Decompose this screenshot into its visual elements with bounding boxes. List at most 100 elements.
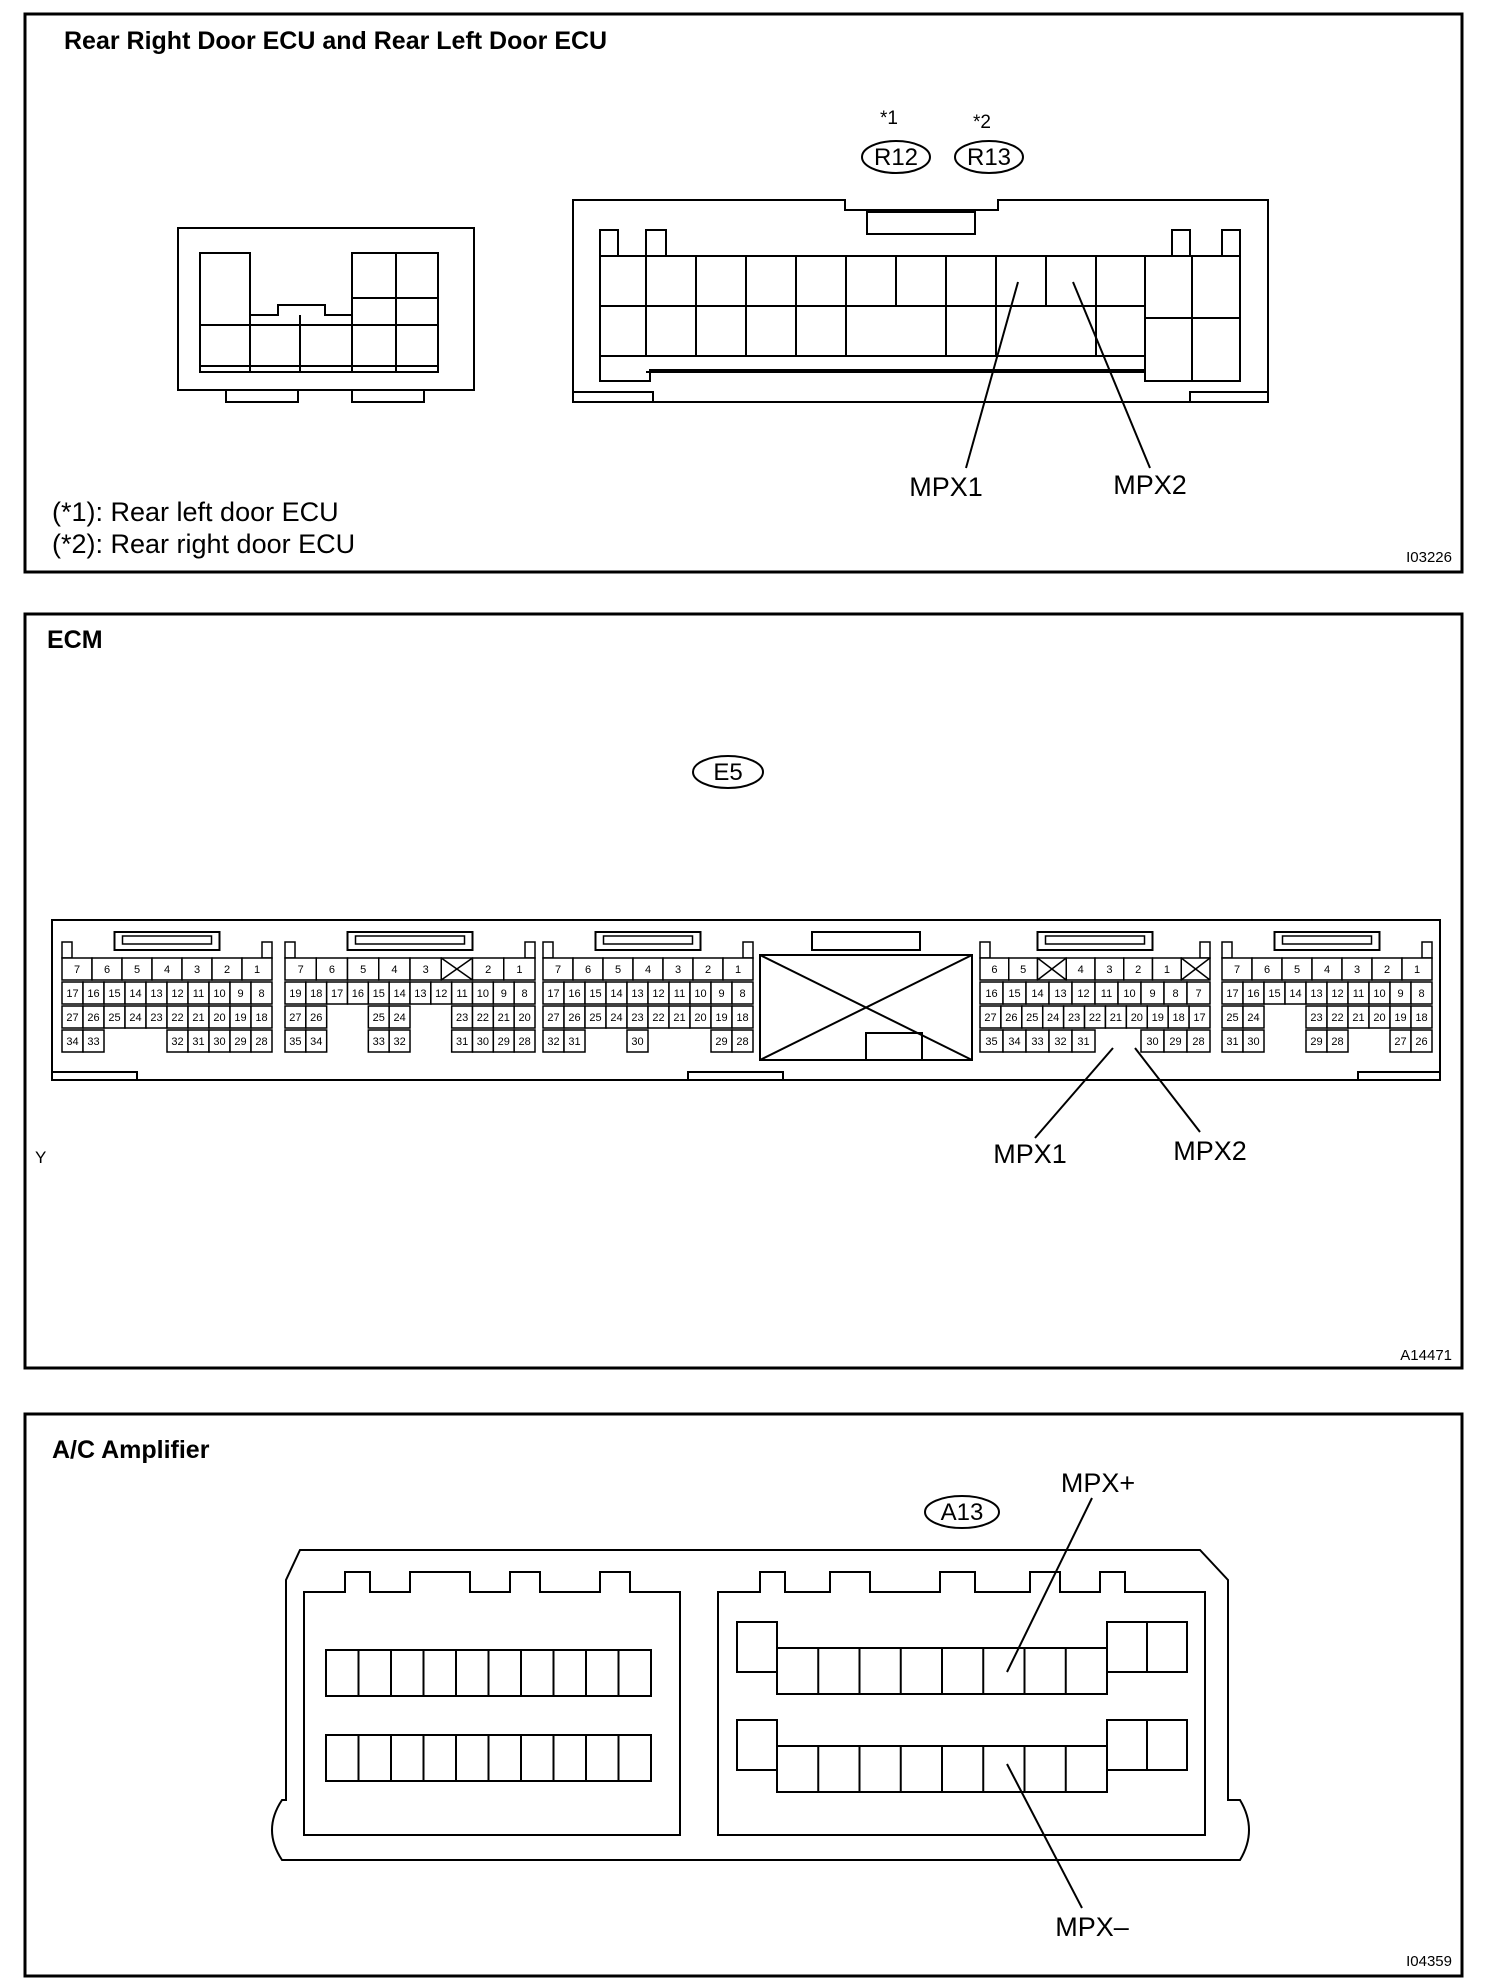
ecm-pin-cell: 21 (187, 1005, 210, 1029)
pin-label-mpx2: MPX2 (1113, 470, 1187, 500)
ecm-pin-cell: 9 (710, 981, 733, 1005)
ecm-pin-number: 12 (1077, 988, 1089, 1000)
connector-id-e5: E5 (713, 759, 742, 786)
ac-pin-cells (357, 1648, 1067, 1792)
ecm-pin-cell: 18 (1167, 1005, 1190, 1029)
ecm-pin-number: 11 (1101, 988, 1112, 1000)
ecm-pin-number: 13 (414, 988, 426, 1000)
ecm-pin-number: 25 (1026, 1012, 1038, 1024)
ecm-pin-number: 28 (1192, 1036, 1204, 1048)
ecm-pin-cell: 21 (492, 1005, 515, 1029)
ecm-pin-cell: 13 (1305, 981, 1328, 1005)
ecm-pin-number: 27 (547, 1012, 559, 1024)
ecm-pin-number: 4 (391, 964, 397, 976)
ecm-pin-cell: 26 (1000, 1005, 1023, 1029)
ecm-pin-number: 10 (477, 988, 489, 1000)
ecm-pin-cell: 14 (1025, 981, 1050, 1005)
ecm-pin-number: 8 (1172, 988, 1178, 1000)
ecm-pin-number: 4 (164, 964, 170, 976)
ecm-pin-number: 1 (516, 964, 522, 976)
ecm-pin-cell: 24 (1041, 1005, 1065, 1029)
ecm-pin-cell: 24 (388, 1005, 411, 1029)
ecm-pin-cell: 24 (1242, 1005, 1265, 1029)
ecm-pin-cell: 13 (409, 981, 432, 1005)
ecm-pin-cell: 34 (61, 1029, 84, 1053)
ecm-pin-cell: 33 (367, 1029, 390, 1053)
ecm-pin-cell: 27 (284, 1005, 307, 1029)
ecm-pin-cell: 17 (542, 981, 565, 1005)
ecm-pin-cell: 14 (1284, 981, 1307, 1005)
figure-code: A14471 (1400, 1347, 1452, 1364)
ecm-pin-cell: 15 (1002, 981, 1027, 1005)
small-connector-face (177, 227, 475, 403)
ecm-pin-cell: 13 (626, 981, 649, 1005)
ecm-pin-cell: 17 (61, 981, 84, 1005)
ecm-pin-number: 19 (715, 1012, 727, 1024)
ecm-pin-number: 21 (1110, 1012, 1122, 1024)
ecm-pin-number: 24 (393, 1012, 405, 1024)
ecm-pin-cell: 31 (187, 1029, 210, 1053)
ecm-pin-number: 10 (213, 988, 225, 1000)
ecm-pin-number: 28 (518, 1036, 530, 1048)
ecm-pin-cell: 7 (61, 957, 93, 981)
ecm-pin-cell: 28 (731, 1029, 754, 1053)
ecm-pin-cell: 33 (82, 1029, 105, 1053)
ecm-pin-number: 29 (1310, 1036, 1322, 1048)
ecm-pin-cell: 14 (124, 981, 147, 1005)
ecm-pin-number: 26 (1415, 1036, 1427, 1048)
ecm-pin-number: 21 (1352, 1012, 1364, 1024)
ecm-pin-number: 32 (1054, 1036, 1066, 1048)
ecm-pin-cell: 11 (1094, 981, 1119, 1005)
ecm-pin-cell: 14 (605, 981, 628, 1005)
ecm-pin-number: 7 (1195, 988, 1201, 1000)
ecm-pin-cell: 17 (1221, 981, 1244, 1005)
ecm-pin-number: 15 (373, 988, 385, 1000)
ecm-pin-number: 6 (585, 964, 591, 976)
ecm-pin-cell: 2 (1123, 957, 1154, 981)
ecm-pin-number: 10 (1123, 988, 1135, 1000)
note-marker-1: *1 (880, 108, 898, 129)
ecm-pin-cell: 18 (1410, 1005, 1433, 1029)
ecm-pin-cell: 19 (284, 981, 307, 1005)
ecm-pin-cell: 25 (1221, 1005, 1244, 1029)
ecm-pin-number: 17 (331, 988, 343, 1000)
ecm-pin-number: 12 (1331, 988, 1343, 1000)
ecm-pin-cell (1036, 957, 1067, 981)
ecm-pin-number: 14 (393, 988, 405, 1000)
ecm-pin-cell: 11 (450, 981, 474, 1005)
panel-title: A/C Amplifier (52, 1436, 210, 1464)
ecm-pin-cell: 11 (668, 981, 691, 1005)
ecm-pin-number: 32 (393, 1036, 405, 1048)
ecm-pin-number: 16 (1247, 988, 1259, 1000)
ecm-pin-number: 18 (310, 988, 322, 1000)
ecm-pin-cell: 11 (1347, 981, 1370, 1005)
ecm-pin-cell: 19 (229, 1005, 252, 1029)
ecm-pin-number: 23 (150, 1012, 162, 1024)
panel-title: Rear Right Door ECU and Rear Left Door E… (64, 27, 607, 55)
ecm-pin-cell: 24 (605, 1005, 628, 1029)
ecm-pin-number: 5 (1020, 964, 1026, 976)
ecm-pin-number: 22 (1331, 1012, 1343, 1024)
ecm-pin-number: 25 (373, 1012, 385, 1024)
ecm-pin-cell: 3 (1094, 957, 1125, 981)
ecm-pin-number: 26 (87, 1012, 99, 1024)
ecm-pin-cell: 30 (471, 1029, 495, 1053)
ecm-pin-cell: 13 (1048, 981, 1073, 1005)
ecm-pin-number: 14 (1031, 988, 1043, 1000)
ecm-pin-cell: 35 (979, 1029, 1004, 1053)
ecm-pin-number: 29 (715, 1036, 727, 1048)
ecm-pin-number: 8 (1418, 988, 1424, 1000)
ecm-pin-cell: 2 (1371, 957, 1403, 981)
ecm-pin-number: 8 (739, 988, 745, 1000)
ecm-pin-number: 7 (555, 964, 561, 976)
ecm-pin-number: 21 (192, 1012, 204, 1024)
ecm-pin-number: 28 (1331, 1036, 1343, 1048)
note-marker-2: *2 (973, 112, 991, 133)
ecm-pin-number: 11 (1353, 988, 1364, 1000)
ecm-housing (51, 919, 1441, 1081)
ecm-pin-cell: 25 (1021, 1005, 1044, 1029)
ecm-pin-number: 25 (1226, 1012, 1238, 1024)
ecm-pin-cell: 20 (513, 1005, 536, 1029)
